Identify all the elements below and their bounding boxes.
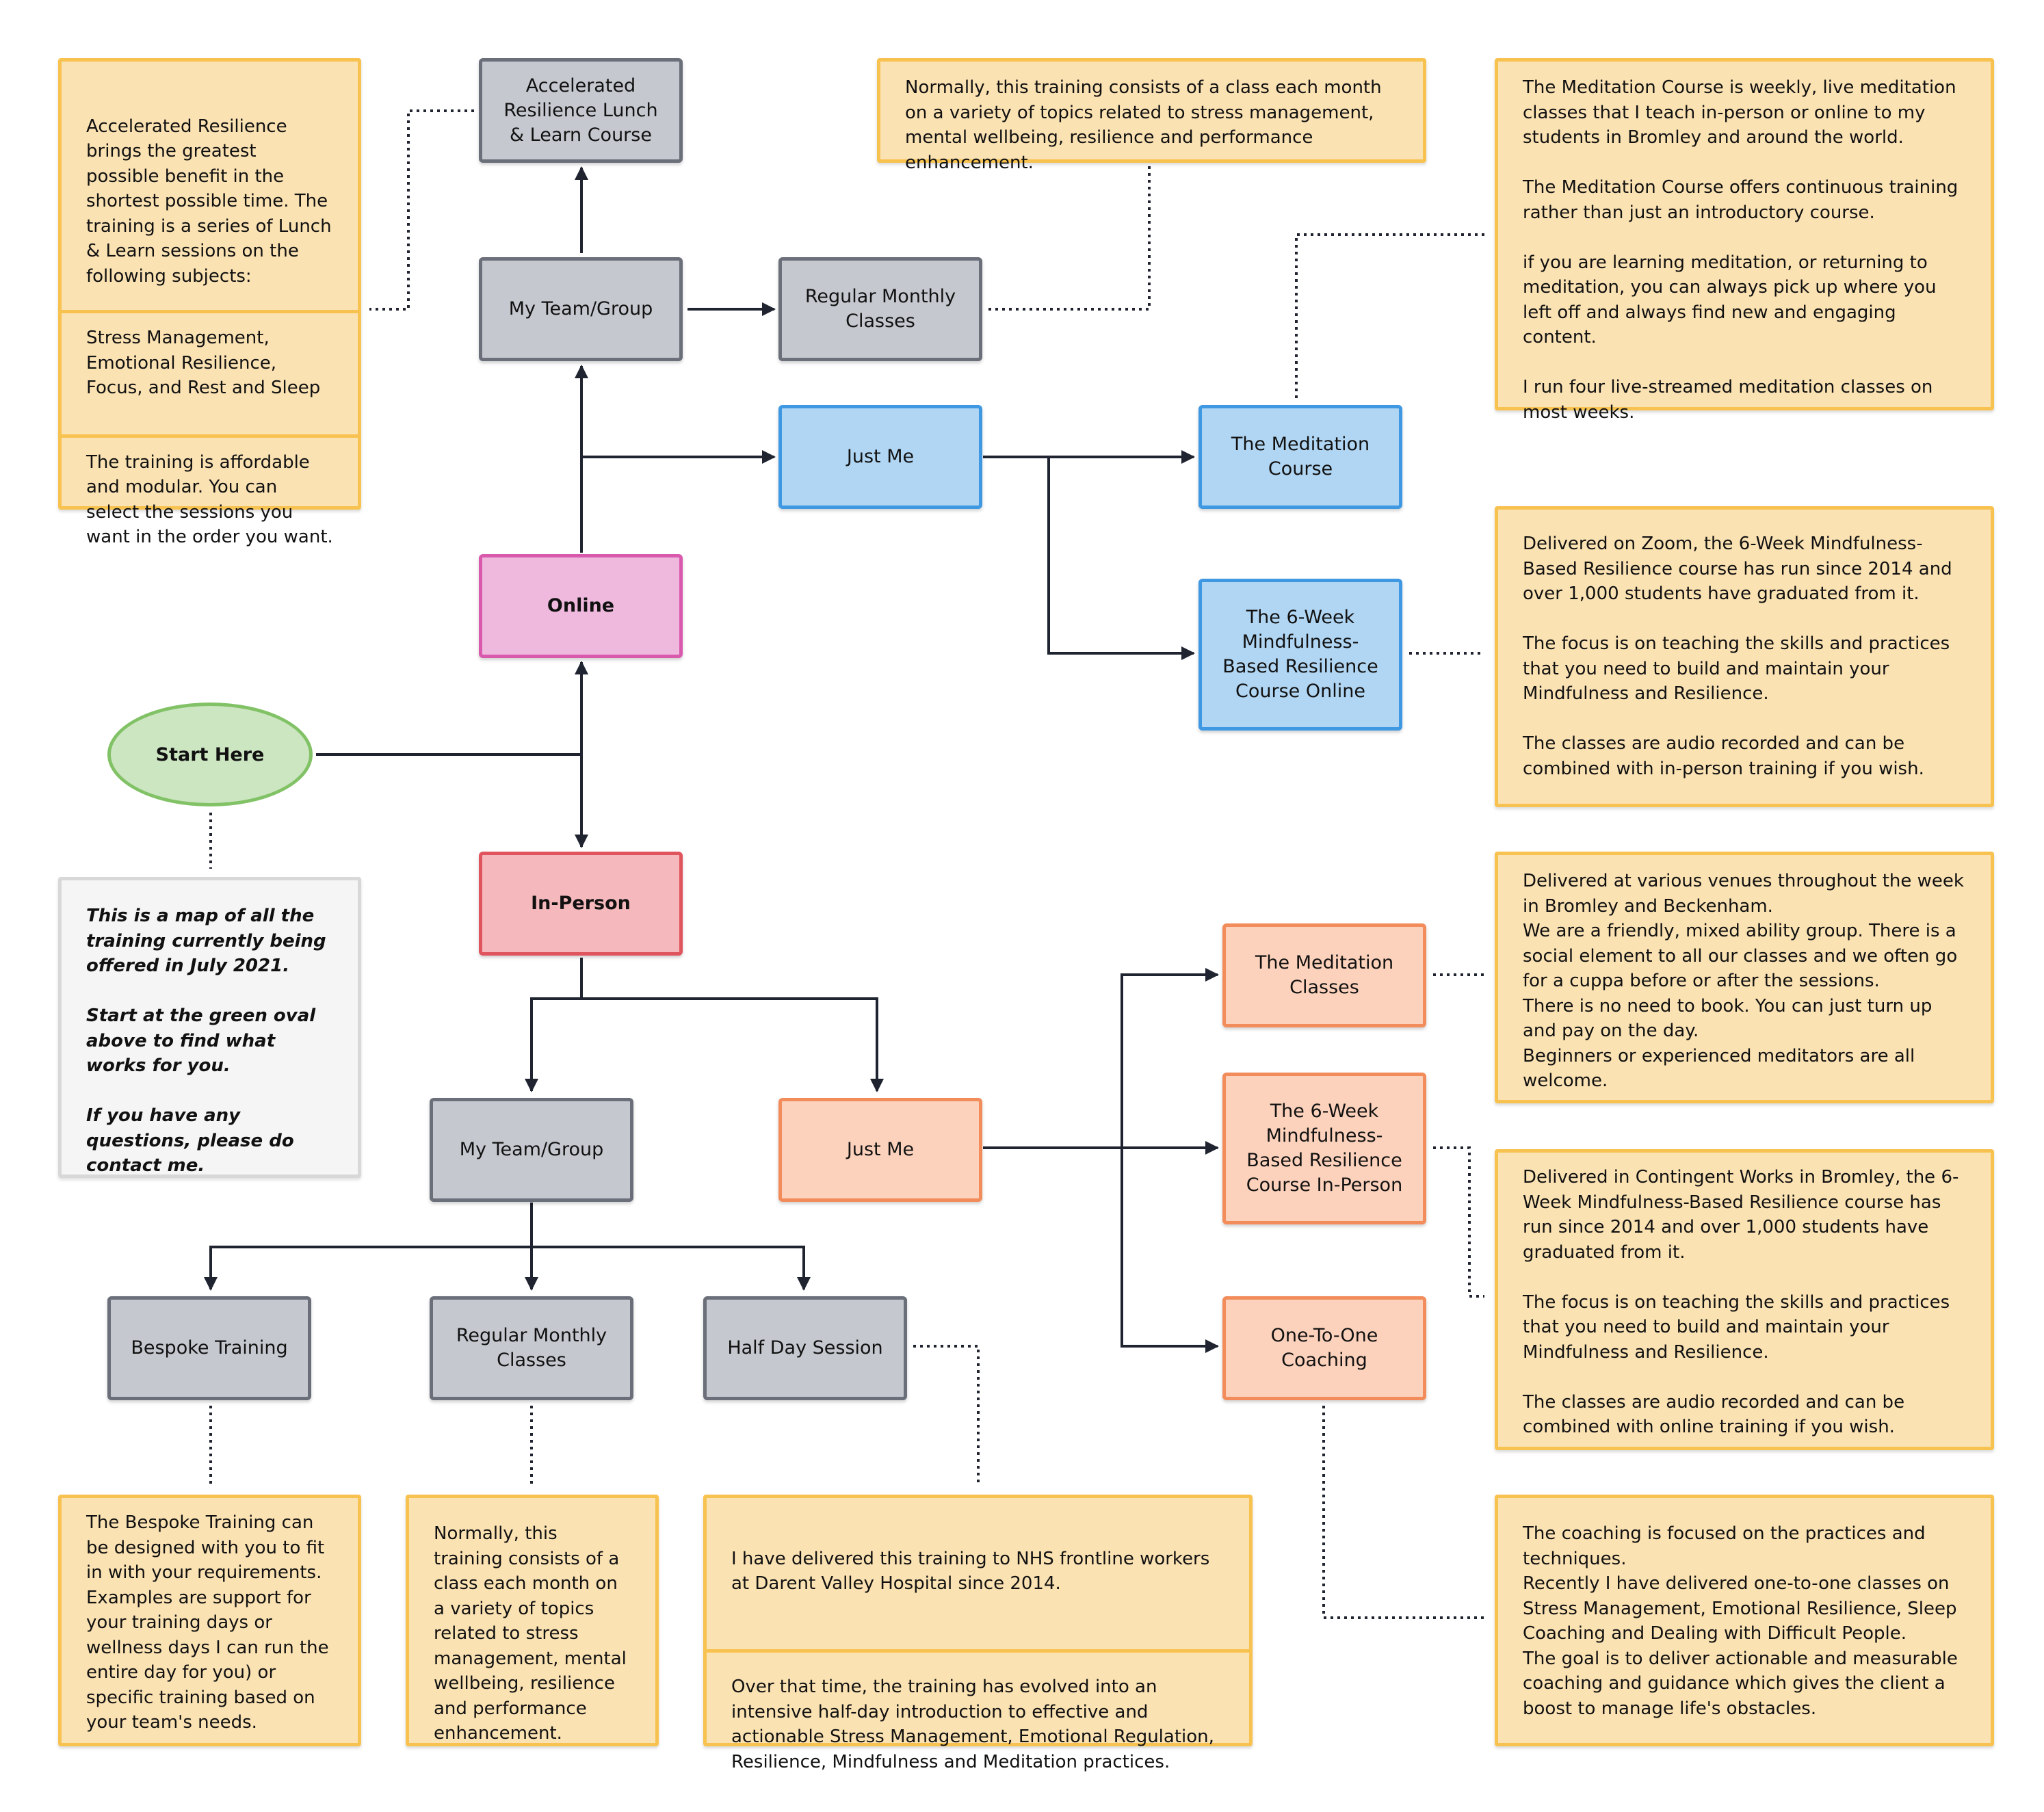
link-half-day-note — [913, 1345, 980, 1484]
link-online-monthly-note — [988, 166, 1151, 311]
online-monthly-note: Normally, this training consists of a cl… — [877, 58, 1426, 173]
half-day-note: I have delivered this training to NHS fr… — [703, 1495, 1253, 1772]
accelerated-note: Accelerated Resilience brings the greate… — [58, 58, 361, 547]
half-day-session-node[interactable]: Half Day Session — [703, 1296, 907, 1400]
link-accelerated-note — [369, 109, 474, 311]
half-day-content-text: Over that time, the training has evolved… — [707, 1649, 1249, 1787]
coaching-node[interactable]: One-To-One Coaching — [1222, 1296, 1426, 1400]
arrow-to-mbr-online — [1047, 457, 1195, 660]
meditation-course-note: The Meditation Course is weekly, live me… — [1495, 58, 1994, 423]
mbr-online-note: Delivered on Zoom, the 6-Week Mindfulnes… — [1495, 506, 1994, 807]
online-team-node[interactable]: My Team/Group — [479, 257, 683, 361]
arrow-team-to-half-day — [532, 1246, 811, 1291]
map-info-note: This is a map of all the training curren… — [58, 877, 361, 1178]
bespoke-note: The Bespoke Training can be designed wit… — [58, 1495, 361, 1746]
link-meditation-course-note — [1295, 233, 1484, 398]
arrow-to-meditation-classes — [983, 968, 1219, 1149]
coaching-note: The coaching is focused on the practices… — [1495, 1495, 1994, 1746]
accelerated-node[interactable]: Accelerated Resilience Lunch & Learn Cou… — [479, 58, 683, 163]
in-person-just-me-node[interactable]: Just Me — [778, 1098, 982, 1202]
online-just-me-node[interactable]: Just Me — [778, 405, 982, 509]
link-mbr-in-person-note — [1433, 1146, 1484, 1298]
mbr-online-node[interactable]: The 6-Week Mindfulness- Based Resilience… — [1198, 579, 1402, 731]
bespoke-training-node[interactable]: Bespoke Training — [107, 1296, 311, 1400]
in-person-node[interactable]: In-Person — [479, 852, 683, 956]
arrow-in-person-to-just-me — [581, 997, 884, 1092]
meditation-classes-node[interactable]: The Meditation Classes — [1222, 923, 1426, 1027]
accelerated-subjects-text: Stress Management, Emotional Resilience,… — [62, 310, 358, 409]
in-person-monthly-node[interactable]: Regular Monthly Classes — [430, 1296, 633, 1400]
in-person-monthly-note: Normally, this training consists of a cl… — [406, 1495, 659, 1746]
mbr-in-person-node[interactable]: The 6-Week Mindfulness- Based Resilience… — [1222, 1073, 1426, 1224]
arrow-in-person-to-team — [525, 958, 583, 1092]
mbr-in-person-note: Delivered in Contingent Works in Bromley… — [1495, 1149, 1994, 1450]
arrow-team-to-bespoke — [204, 1203, 533, 1291]
start-here-oval[interactable]: Start Here — [107, 703, 313, 806]
half-day-history-text: I have delivered this training to NHS fr… — [731, 1548, 1210, 1594]
link-coaching-note — [1322, 1406, 1484, 1619]
accelerated-modular-text: The training is affordable and modular. … — [62, 434, 358, 562]
meditation-course-node[interactable]: The Meditation Course — [1198, 405, 1402, 509]
online-monthly-node[interactable]: Regular Monthly Classes — [778, 257, 982, 361]
accelerated-intro-text: Accelerated Resilience brings the greate… — [86, 116, 332, 287]
in-person-team-node[interactable]: My Team/Group — [430, 1098, 633, 1202]
meditation-classes-note: Delivered at various venues throughout t… — [1495, 852, 1994, 1103]
arrow-to-coaching — [1121, 1148, 1219, 1353]
online-node[interactable]: Online — [479, 554, 683, 658]
